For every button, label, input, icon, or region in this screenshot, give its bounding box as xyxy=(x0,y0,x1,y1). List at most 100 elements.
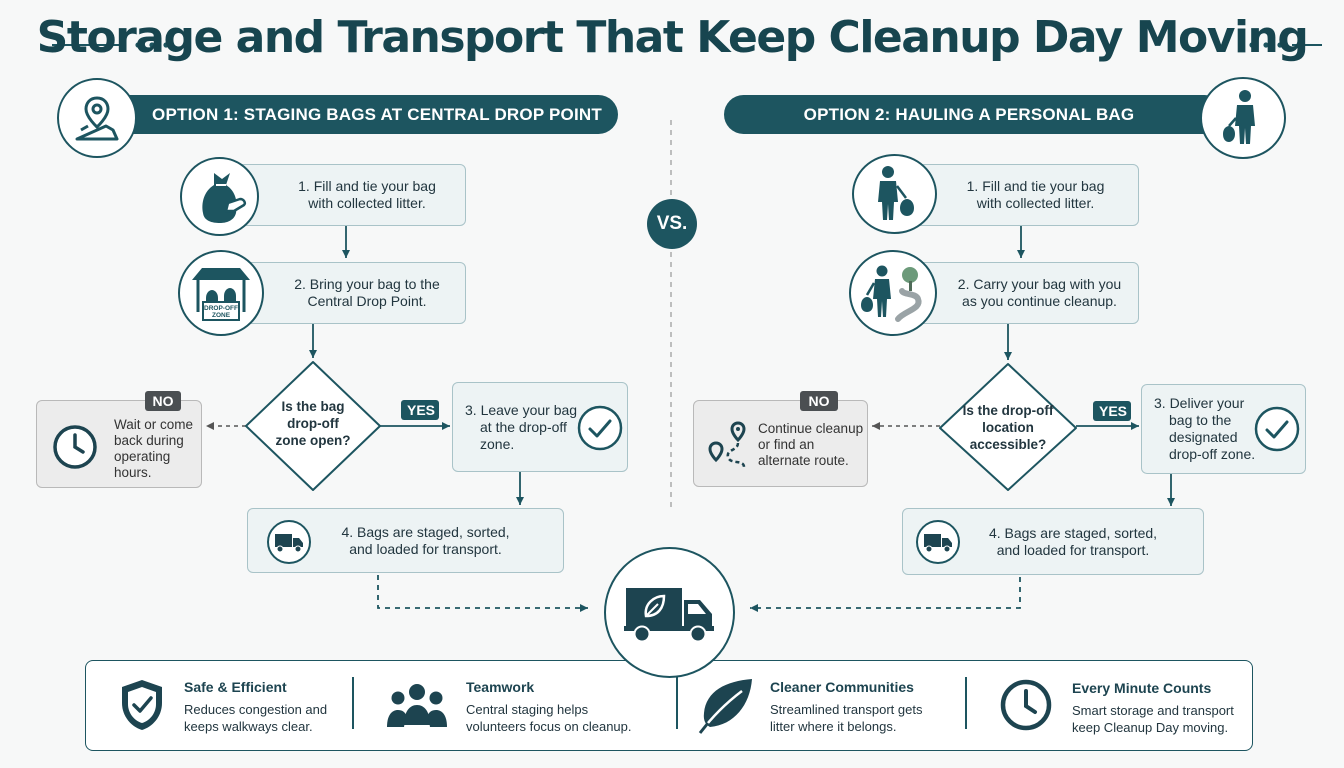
o1-step3-line3: zone. xyxy=(480,435,515,452)
o1-step1-box: 1. Fill and tie your bag with collected … xyxy=(228,164,466,226)
central-truck-circle xyxy=(604,547,735,678)
o2-step2-box: 2. Carry your bag with you as you contin… xyxy=(900,262,1139,324)
clock-icon xyxy=(53,425,97,469)
o1-step4-box: 4. Bags are staged, sorted, and loaded f… xyxy=(247,508,564,573)
o1-no-line2: back during xyxy=(114,433,184,448)
o2-step2-icon xyxy=(849,250,937,336)
garbage-truck-icon xyxy=(623,587,714,642)
benefit-line: Central staging helps xyxy=(466,702,589,717)
map-pin-icon xyxy=(75,96,119,141)
o1-step2-line1: 2. Bring your bag to the xyxy=(294,276,440,292)
o1-no-line1: Wait or come xyxy=(114,417,194,432)
o1-step3-line1: 3. Leave your bag xyxy=(465,401,578,418)
vs-badge: VS. xyxy=(647,199,697,249)
o2-no-text: Continue cleanup or find an alternate ro… xyxy=(758,421,863,469)
benefit-description: Reduces congestion and keeps walkways cl… xyxy=(184,701,354,735)
o2-decision-line1: Is the drop-off xyxy=(962,403,1054,418)
person-carrying-bag-icon xyxy=(1223,90,1255,144)
title-decoration-right xyxy=(1249,42,1322,48)
benefit-safe-efficient: Safe & Efficient Reduces congestion and … xyxy=(118,677,348,737)
o2-decision-diamond xyxy=(939,363,1077,491)
footer-divider xyxy=(965,677,967,729)
benefit-title: Safe & Efficient xyxy=(184,679,287,695)
o2-step3-line3: designated xyxy=(1169,429,1238,445)
o2-step3-box: 3. Deliver your bag to the designated dr… xyxy=(1141,384,1306,474)
o2-step1-line1: 1. Fill and tie your bag xyxy=(966,178,1105,194)
o1-arrow-to-truck xyxy=(377,575,588,612)
benefit-description: Central staging helps volunteers focus o… xyxy=(466,701,666,735)
benefit-line: volunteers focus on cleanup. xyxy=(466,719,632,734)
truck-small-icon xyxy=(267,520,311,564)
o1-step2-line2: Central Drop Point. xyxy=(307,293,427,309)
o2-step1-line2: with collected litter. xyxy=(976,195,1095,211)
benefit-title: Teamwork xyxy=(466,679,535,695)
title-decoration-left xyxy=(52,42,169,48)
o1-step2-icon: DROP-OFF ZONE xyxy=(178,250,264,336)
o2-arrow-to-truck xyxy=(750,577,1021,612)
benefit-title: Every Minute Counts xyxy=(1072,680,1212,696)
o1-step2-box: 2. Bring your bag to the Central Drop Po… xyxy=(228,262,466,324)
option1-banner: OPTION 1: STAGING BAGS AT CENTRAL DROP P… xyxy=(96,95,618,134)
o2-step1-box: 1. Fill and tie your bag with collected … xyxy=(902,164,1139,226)
benefit-line: litter where it belongs. xyxy=(770,719,897,734)
team-icon xyxy=(387,684,447,727)
o1-step4-line2: and loaded for transport. xyxy=(349,540,502,557)
o2-no-tag: NO xyxy=(800,391,838,411)
benefit-description: Streamlined transport gets litter where … xyxy=(770,701,960,735)
o1-step1-line1: 1. Fill and tie your bag xyxy=(298,178,436,194)
benefit-teamwork: Teamwork Central staging helps volunteer… xyxy=(386,677,666,737)
checkmark-icon xyxy=(577,405,623,451)
shield-check-icon xyxy=(122,680,162,730)
o2-step3-line1: 3. Deliver your xyxy=(1154,395,1245,411)
o2-no-box: Continue cleanup or find an alternate ro… xyxy=(693,400,868,487)
o2-step2-line1: 2. Carry your bag with you xyxy=(957,276,1122,292)
o2-decision-text: Is the drop-off location accessible? xyxy=(948,402,1068,453)
benefit-safe-text: Safe & Efficient Reduces congestion and … xyxy=(184,679,354,735)
clock-icon xyxy=(1000,679,1052,731)
o1-step4-line1: 4. Bags are staged, sorted, xyxy=(341,523,510,540)
truck-small-icon xyxy=(916,520,960,564)
o2-no-line3: alternate route. xyxy=(758,453,849,468)
benefit-cleaner-text: Cleaner Communities Streamlined transpor… xyxy=(770,679,960,735)
walking-path-icon xyxy=(861,265,922,322)
benefit-line: keep Cleanup Day moving. xyxy=(1072,720,1229,735)
footer-divider xyxy=(352,677,354,729)
o1-yes-tag: YES xyxy=(401,400,439,420)
o1-no-line3: operating xyxy=(114,449,171,464)
o2-step3-line2: bag to the xyxy=(1169,412,1232,428)
option2-banner-text: OPTION 2: HAULING A PERSONAL BAG xyxy=(803,104,1135,124)
option1-banner-text: OPTION 1: STAGING BAGS AT CENTRAL DROP P… xyxy=(152,104,602,124)
o1-decision-text: Is the bag drop-off zone open? xyxy=(253,398,373,449)
benefit-cleaner-communities: Cleaner Communities Streamlined transpor… xyxy=(696,677,961,737)
o2-step4-line1: 4. Bags are staged, sorted, xyxy=(988,524,1158,541)
page-title: Storage and Transport That Keep Cleanup … xyxy=(36,12,1309,63)
o1-step1-icon xyxy=(180,157,259,236)
o2-step2-line2: as you continue cleanup. xyxy=(962,293,1117,309)
benefit-minute-text: Every Minute Counts Smart storage and tr… xyxy=(1072,680,1250,736)
o2-step3-line4: drop-off zone. xyxy=(1169,446,1256,462)
o2-no-line1: Continue cleanup xyxy=(758,421,864,436)
benefit-teamwork-text: Teamwork Central staging helps volunteer… xyxy=(466,679,666,735)
o1-decision-line1: Is the bag xyxy=(281,399,345,414)
o1-decision-line3: zone open? xyxy=(275,433,351,448)
o1-step3-box: 3. Leave your bag at the drop-off zone. xyxy=(452,382,628,472)
o1-no-line4: hours. xyxy=(114,465,152,480)
benefit-title: Cleaner Communities xyxy=(770,679,914,695)
benefit-line: Streamlined transport gets xyxy=(770,702,923,717)
o2-decision-line2: location xyxy=(982,420,1034,435)
o2-yes-tag: YES xyxy=(1093,401,1131,421)
o1-no-box: Wait or come back during operating hours… xyxy=(36,400,202,488)
trash-bag-hand-icon xyxy=(201,172,246,223)
footer-divider xyxy=(676,677,678,729)
benefit-line: keeps walkways clear. xyxy=(184,719,313,734)
o2-decision-line3: accessible? xyxy=(969,437,1047,452)
leaf-icon xyxy=(698,679,752,734)
drop-off-tent-icon: DROP-OFF ZONE xyxy=(192,268,250,321)
route-icon xyxy=(708,421,746,468)
o1-step1-line2: with collected litter. xyxy=(308,195,426,211)
benefit-every-minute: Every Minute Counts Smart storage and tr… xyxy=(996,677,1246,737)
person-with-bag-icon xyxy=(877,166,914,220)
o1-no-text: Wait or come back during operating hours… xyxy=(114,417,193,481)
benefit-description: Smart storage and transport keep Cleanup… xyxy=(1072,702,1250,736)
